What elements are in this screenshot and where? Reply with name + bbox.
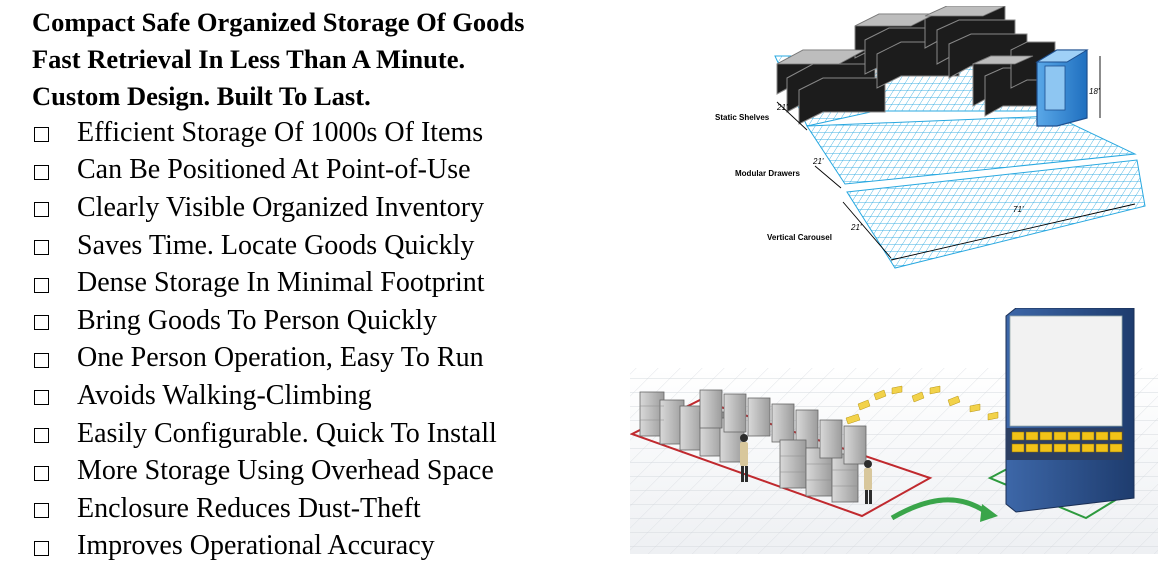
floor-grid-modular (806, 115, 1137, 185)
list-item: Clearly Visible Organized Inventory (34, 189, 497, 227)
dim-label-71: 71' (1013, 205, 1024, 214)
label-modular-drawers: Modular Drawers (735, 169, 800, 178)
list-item-text: Efficient Storage Of 1000s Of Items (77, 116, 484, 148)
checkbox-icon (34, 240, 49, 256)
checkbox-icon (34, 202, 49, 218)
list-item: Improves Operational Accuracy (34, 528, 497, 565)
list-item: Avoids Walking-Climbing (34, 377, 497, 415)
list-item: Easily Configurable. Quick To Install (34, 415, 497, 453)
checkbox-icon (34, 503, 49, 519)
dim-label-21-carousel: 21' (850, 223, 862, 232)
dim-label-21-static: 21' (776, 103, 788, 112)
checkbox-icon (34, 164, 49, 180)
heading-line-1: Compact Safe Organized Storage Of Goods (32, 7, 525, 37)
static-shelf-cabinets (776, 5, 1056, 125)
floor-grid-carousel (846, 159, 1146, 269)
checkbox-icon (34, 277, 49, 293)
person-figure (864, 460, 872, 504)
list-item: One Person Operation, Easy To Run (34, 340, 497, 378)
list-item: More Storage Using Overhead Space (34, 452, 497, 490)
list-item: Efficient Storage Of 1000s Of Items (34, 114, 497, 152)
checkbox-icon (34, 352, 49, 368)
carousel-illustration (629, 307, 1158, 554)
checkbox-icon (34, 428, 49, 444)
list-item-text: Dense Storage In Minimal Footprint (77, 267, 485, 299)
checkbox-icon (34, 127, 49, 143)
checkbox-icon (34, 390, 49, 406)
list-item-text: More Storage Using Overhead Space (77, 455, 494, 487)
list-item-text: Easily Configurable. Quick To Install (77, 417, 497, 449)
benefit-list: Efficient Storage Of 1000s Of Items Can … (34, 114, 497, 565)
list-item: Saves Time. Locate Goods Quickly (34, 227, 497, 265)
checkbox-icon (34, 540, 49, 556)
vertical-carousel-tower (1035, 49, 1089, 127)
flying-papers (845, 385, 999, 425)
list-item-text: Saves Time. Locate Goods Quickly (77, 229, 475, 261)
list-item-text: One Person Operation, Easy To Run (77, 342, 484, 374)
heading: Compact Safe Organized Storage Of Goods … (32, 4, 524, 115)
list-item-text: Avoids Walking-Climbing (77, 379, 372, 411)
list-item-text: Bring Goods To Person Quickly (77, 304, 437, 336)
dim-label-21-modular: 21' (812, 157, 824, 166)
list-item-text: Enclosure Reduces Dust-Theft (77, 492, 421, 524)
label-static-shelves: Static Shelves (715, 113, 770, 122)
list-item-text: Clearly Visible Organized Inventory (77, 191, 485, 223)
heading-line-3: Custom Design. Built To Last. (32, 81, 371, 111)
list-item: Dense Storage In Minimal Footprint (34, 264, 497, 302)
vertical-carousel-machine (1005, 307, 1135, 513)
list-item-text: Improves Operational Accuracy (77, 530, 435, 562)
list-item: Can Be Positioned At Point-of-Use (34, 152, 497, 190)
dim-label-18: 18' (1089, 87, 1100, 96)
heading-line-2: Fast Retrieval In Less Than A Minute. (32, 44, 466, 74)
list-item: Bring Goods To Person Quickly (34, 302, 497, 340)
green-arrow-icon (890, 497, 988, 521)
list-item: Enclosure Reduces Dust-Theft (34, 490, 497, 528)
person-figure (740, 434, 748, 482)
label-vertical-carousel: Vertical Carousel (767, 233, 832, 242)
footprint-diagram: 21' 21' 21' 71' 18' Static Shelves Modul… (715, 5, 1155, 296)
list-item-text: Can Be Positioned At Point-of-Use (77, 154, 471, 186)
checkbox-icon (34, 465, 49, 481)
checkbox-icon (34, 315, 49, 331)
